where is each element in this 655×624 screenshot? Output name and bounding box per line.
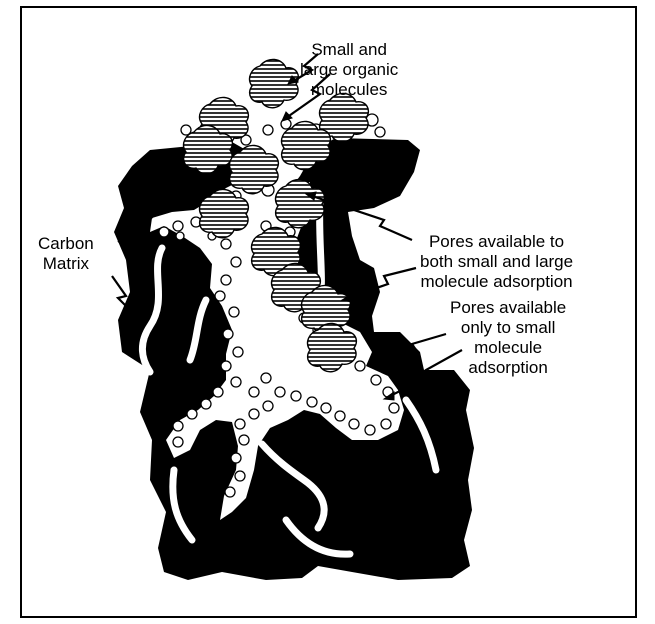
label-carbon-matrix: Carbon Matrix [38, 234, 94, 274]
label-pores-small: Pores available only to small molecule a… [450, 298, 566, 378]
label-small-large-molecules: Small and large organic molecules [300, 40, 398, 100]
label-pores-both: Pores available to both small and large … [420, 232, 573, 292]
